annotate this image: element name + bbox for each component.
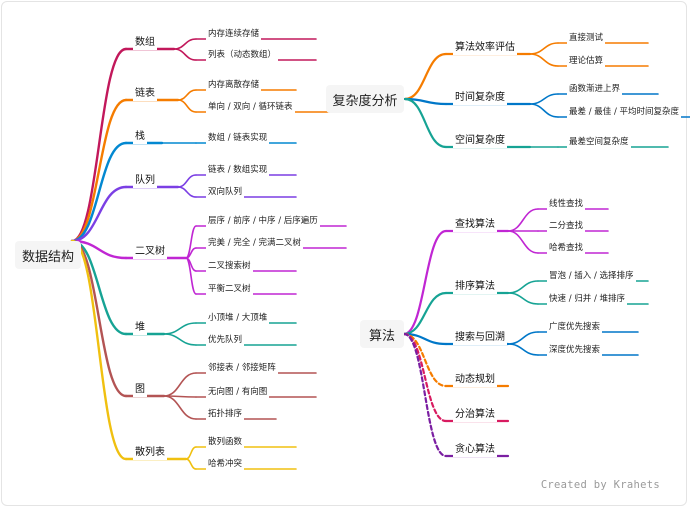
leaf-edge-cx-1-1 (529, 103, 559, 118)
branch-ds-1: 链表 (133, 87, 157, 101)
leaf-edge-alg-2-0 (507, 331, 539, 345)
branch-alg-4: 分治算法 (453, 408, 497, 422)
leaf-edge-cx-0-1 (529, 53, 559, 67)
leaf-edge-alg-2-1 (507, 343, 539, 356)
leaf-alg-2-1: 深度优先搜索 (547, 344, 603, 356)
root-node-complexity-analysis: 复杂度分析 (326, 85, 404, 113)
leaf-alg-1-1: 快速 / 归并 / 堆排序 (547, 293, 628, 305)
leaf-ds-6-1: 无向图 / 有向图 (206, 386, 270, 398)
leaf-edge-alg-0-0 (507, 208, 539, 232)
branch-ds-3: 队列 (133, 174, 157, 188)
branch-edge-alg-3 (402, 332, 448, 388)
leaf-edge-ds-1-1 (177, 99, 197, 113)
root-node-algorithms: 算法 (360, 320, 404, 348)
leaf-ds-4-3: 平衡二叉树 (206, 283, 253, 295)
leaf-alg-0-0: 线性查找 (547, 198, 586, 210)
leaf-edge-ds-0-0 (173, 38, 197, 50)
leaf-alg-0-2: 哈希查找 (547, 242, 586, 254)
leaf-ds-3-0: 链表 / 数组实现 (206, 164, 270, 176)
branch-cx-1: 时间复杂度 (453, 91, 507, 105)
leaf-edge-ds-6-0 (163, 372, 197, 397)
leaf-ds-5-0: 小顶堆 / 大顶堆 (206, 312, 270, 324)
leaf-cx-1-0: 函数渐进上界 (567, 83, 623, 95)
leaf-ds-6-2: 拓扑排序 (206, 408, 245, 420)
leaf-cx-0-1: 理论估算 (567, 55, 606, 67)
leaf-alg-2-0: 广度优先搜索 (547, 321, 603, 333)
branch-alg-1: 排序算法 (453, 280, 497, 294)
branch-edge-alg-5 (402, 332, 448, 458)
branch-ds-6: 图 (133, 383, 147, 397)
leaf-ds-5-1: 优先队列 (206, 334, 245, 346)
branch-ds-4: 二叉树 (133, 245, 167, 259)
leaf-ds-6-0: 邻接表 / 邻接矩阵 (206, 362, 278, 374)
leaf-edge-ds-5-1 (163, 333, 197, 346)
leaf-edge-cx-0-0 (529, 42, 559, 55)
leaf-ds-4-0: 层序 / 前序 / 中序 / 后序遍历 (206, 215, 320, 227)
branch-edge-ds-1 (70, 98, 128, 243)
leaf-ds-4-1: 完美 / 完全 / 完满二叉树 (206, 237, 304, 249)
leaf-edge-cx-1-0 (529, 93, 559, 105)
leaf-edge-ds-4-3 (185, 257, 197, 295)
leaf-edge-ds-7-0 (185, 446, 197, 460)
branch-alg-3: 动态规划 (453, 373, 497, 387)
leaf-cx-2-0: 最差空间复杂度 (567, 136, 631, 148)
leaf-edge-ds-6-2 (163, 395, 197, 420)
leaf-ds-4-2: 二叉搜索树 (206, 260, 253, 272)
branch-edge-alg-1 (402, 291, 448, 336)
branch-edge-alg-0 (402, 229, 448, 336)
branch-alg-0: 查找算法 (453, 218, 497, 232)
leaf-edge-alg-1-1 (507, 292, 539, 305)
branch-alg-2: 搜索与回溯 (453, 331, 507, 345)
branch-alg-5: 贪心算法 (453, 443, 497, 457)
leaf-ds-0-1: 列表（动态数组） (206, 49, 279, 61)
leaf-cx-0-0: 直接测试 (567, 32, 606, 44)
leaf-edge-alg-1-0 (507, 280, 539, 294)
leaf-ds-2-0: 数组 / 链表实现 (206, 132, 270, 144)
branch-cx-0: 算法效率评估 (453, 41, 517, 55)
leaf-alg-1-0: 冒泡 / 插入 / 选择排序 (547, 270, 636, 282)
leaf-edge-ds-3-0 (177, 174, 197, 188)
branch-edge-cx-2 (403, 97, 448, 149)
branch-edge-ds-7 (70, 239, 128, 461)
branch-edge-cx-0 (403, 52, 448, 101)
leaf-edge-ds-7-1 (185, 458, 197, 470)
branch-ds-2: 栈 (133, 130, 147, 144)
leaf-ds-7-0: 散列函数 (206, 436, 245, 448)
branch-edge-ds-3 (70, 185, 128, 243)
leaf-ds-0-0: 内存连续存储 (206, 28, 262, 40)
branch-edge-ds-2 (70, 141, 128, 243)
branch-ds-5: 堆 (133, 321, 147, 335)
leaf-ds-7-1: 哈希冲突 (206, 458, 245, 470)
leaf-edge-ds-1-0 (177, 89, 197, 101)
branch-ds-7: 散列表 (133, 446, 167, 460)
leaf-edge-alg-0-2 (507, 230, 539, 254)
leaf-alg-0-1: 二分查找 (547, 220, 586, 232)
leaf-ds-1-0: 内存离散存储 (206, 79, 262, 91)
leaf-cx-1-1: 最差 / 最佳 / 平均时间复杂度 (567, 106, 682, 118)
leaf-edge-ds-0-1 (173, 48, 197, 61)
leaf-edge-ds-5-0 (163, 322, 197, 335)
branch-edge-alg-4 (402, 332, 448, 423)
watermark-text: Created by Krahets (540, 479, 660, 491)
root-node-data-structures: 数据结构 (15, 241, 81, 269)
branch-cx-2: 空间复杂度 (453, 134, 507, 148)
leaf-edge-ds-3-1 (177, 186, 197, 198)
leaf-ds-3-1: 双向队列 (206, 186, 245, 198)
branch-ds-0: 数组 (133, 36, 157, 50)
leaf-ds-1-1: 单向 / 双向 / 循环链表 (206, 101, 295, 113)
